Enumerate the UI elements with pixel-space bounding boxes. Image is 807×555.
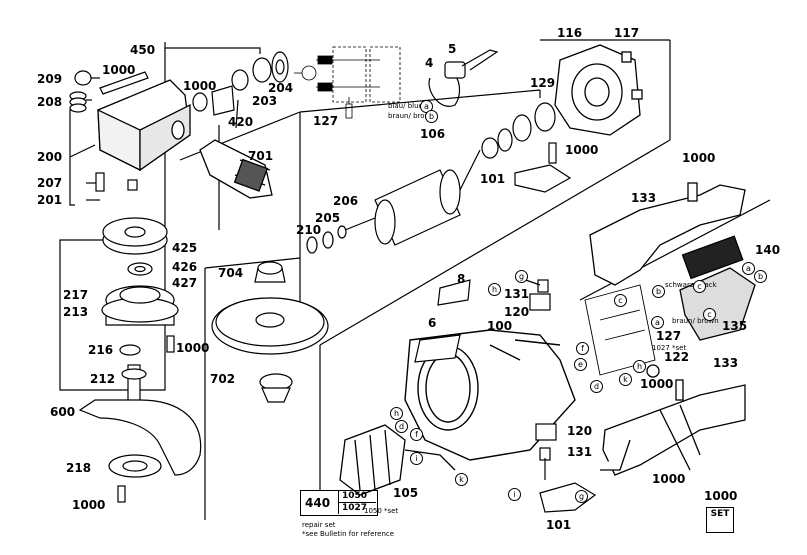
marker-h: h: [633, 360, 646, 373]
marker-c: c: [693, 280, 706, 293]
set-badge-label: SET: [710, 509, 730, 519]
callout-1000: 1000: [704, 489, 738, 503]
marker-b: b: [425, 110, 438, 123]
callout-1000: 1000: [176, 341, 210, 355]
wire-label-brown: braun/ brown: [388, 112, 435, 120]
marker-c: c: [614, 294, 627, 307]
callout-105: 105: [393, 486, 419, 500]
callout-133: 133: [631, 191, 657, 205]
callout-6: 6: [428, 316, 437, 330]
callout-704: 704: [218, 266, 244, 280]
callout-425: 425: [172, 241, 198, 255]
marker-i: i: [508, 488, 521, 501]
marker-f: f: [576, 342, 589, 355]
wire-label-brown-switch: braun/ brown: [672, 317, 719, 325]
marker-a: a: [420, 100, 433, 113]
callout-1000: 1000: [565, 143, 599, 157]
callout-201: 201: [37, 193, 63, 207]
callout-1000: 1000: [72, 498, 106, 512]
marker-i: i: [410, 452, 423, 465]
callout-101: 101: [546, 518, 572, 532]
callout-1000: 1000: [652, 472, 686, 486]
callout-4: 4: [425, 56, 434, 70]
callout-140: 140: [755, 243, 781, 257]
marker-c: c: [703, 308, 716, 321]
callout-600: 600: [50, 405, 76, 419]
callout-131: 131: [567, 445, 593, 459]
set-badge: SET: [706, 507, 734, 533]
callout-131: 131: [504, 287, 530, 301]
callout-1000: 1000: [640, 377, 674, 391]
callout-117: 117: [614, 26, 640, 40]
callout-212: 212: [90, 372, 116, 386]
marker-d: d: [590, 380, 603, 393]
callout-205: 205: [315, 211, 341, 225]
callout-420: 420: [228, 115, 254, 129]
marker-g: g: [575, 490, 588, 503]
marker-d: d: [395, 420, 408, 433]
repair-set-box: 440 1050 1027: [300, 490, 378, 516]
callout-218: 218: [66, 461, 92, 475]
marker-e: e: [574, 358, 587, 371]
marker-f: f: [410, 428, 423, 441]
callout-127: 127: [656, 329, 682, 343]
callout-701: 701: [248, 149, 274, 163]
bulletin-note: *see Bulletin for reference: [302, 530, 395, 538]
callout-450: 450: [130, 43, 156, 57]
callout-135: 135: [722, 319, 748, 333]
repair-set-number: 440: [305, 496, 331, 510]
callout-207: 207: [37, 176, 63, 190]
callout-1000: 1000: [183, 79, 217, 93]
callout-426: 426: [172, 260, 198, 274]
callout-203: 203: [252, 94, 278, 108]
marker-h: h: [488, 283, 501, 296]
callout-702: 702: [210, 372, 236, 386]
marker-a: a: [742, 262, 755, 275]
callout-1000: 1000: [682, 151, 716, 165]
repair-set-code-1: 1050: [338, 491, 376, 503]
callout-217: 217: [63, 288, 89, 302]
callout-129: 129: [530, 76, 556, 90]
marker-g: g: [515, 270, 528, 283]
callout-100: 100: [487, 319, 513, 333]
callout-206: 206: [333, 194, 359, 208]
callout-101: 101: [480, 172, 506, 186]
repair-set-code-2: 1027: [338, 503, 376, 514]
callout-133: 133: [713, 356, 739, 370]
callout-120: 120: [504, 305, 530, 319]
marker-k: k: [619, 373, 632, 386]
callout-8: 8: [457, 272, 466, 286]
callout-213: 213: [63, 305, 89, 319]
wire-label-black: schwarz/ black: [665, 281, 717, 289]
callout-210: 210: [296, 223, 322, 237]
callout-106: 106: [420, 127, 446, 141]
callout-116: 116: [557, 26, 583, 40]
callout-204: 204: [268, 81, 294, 95]
wire-label-blue: blau/ blue: [388, 102, 423, 110]
marker-b: b: [754, 270, 767, 283]
callout-5: 5: [448, 42, 457, 56]
callout-427: 427: [172, 276, 198, 290]
set-label-105: 1050 *set: [364, 507, 399, 515]
callout-1000: 1000: [102, 63, 136, 77]
callout-200: 200: [37, 150, 63, 164]
marker-a: a: [651, 316, 664, 329]
callout-208: 208: [37, 95, 63, 109]
callout-216: 216: [88, 343, 114, 357]
callout-127: 127: [313, 114, 339, 128]
callout-120: 120: [567, 424, 593, 438]
marker-k: k: [455, 473, 468, 486]
repair-set-note: repair set: [302, 521, 336, 529]
marker-h: h: [390, 407, 403, 420]
callout-122: 122: [664, 350, 690, 364]
marker-b: b: [652, 285, 665, 298]
callout-209: 209: [37, 72, 63, 86]
set-label-127: 1027 *set: [652, 344, 687, 352]
